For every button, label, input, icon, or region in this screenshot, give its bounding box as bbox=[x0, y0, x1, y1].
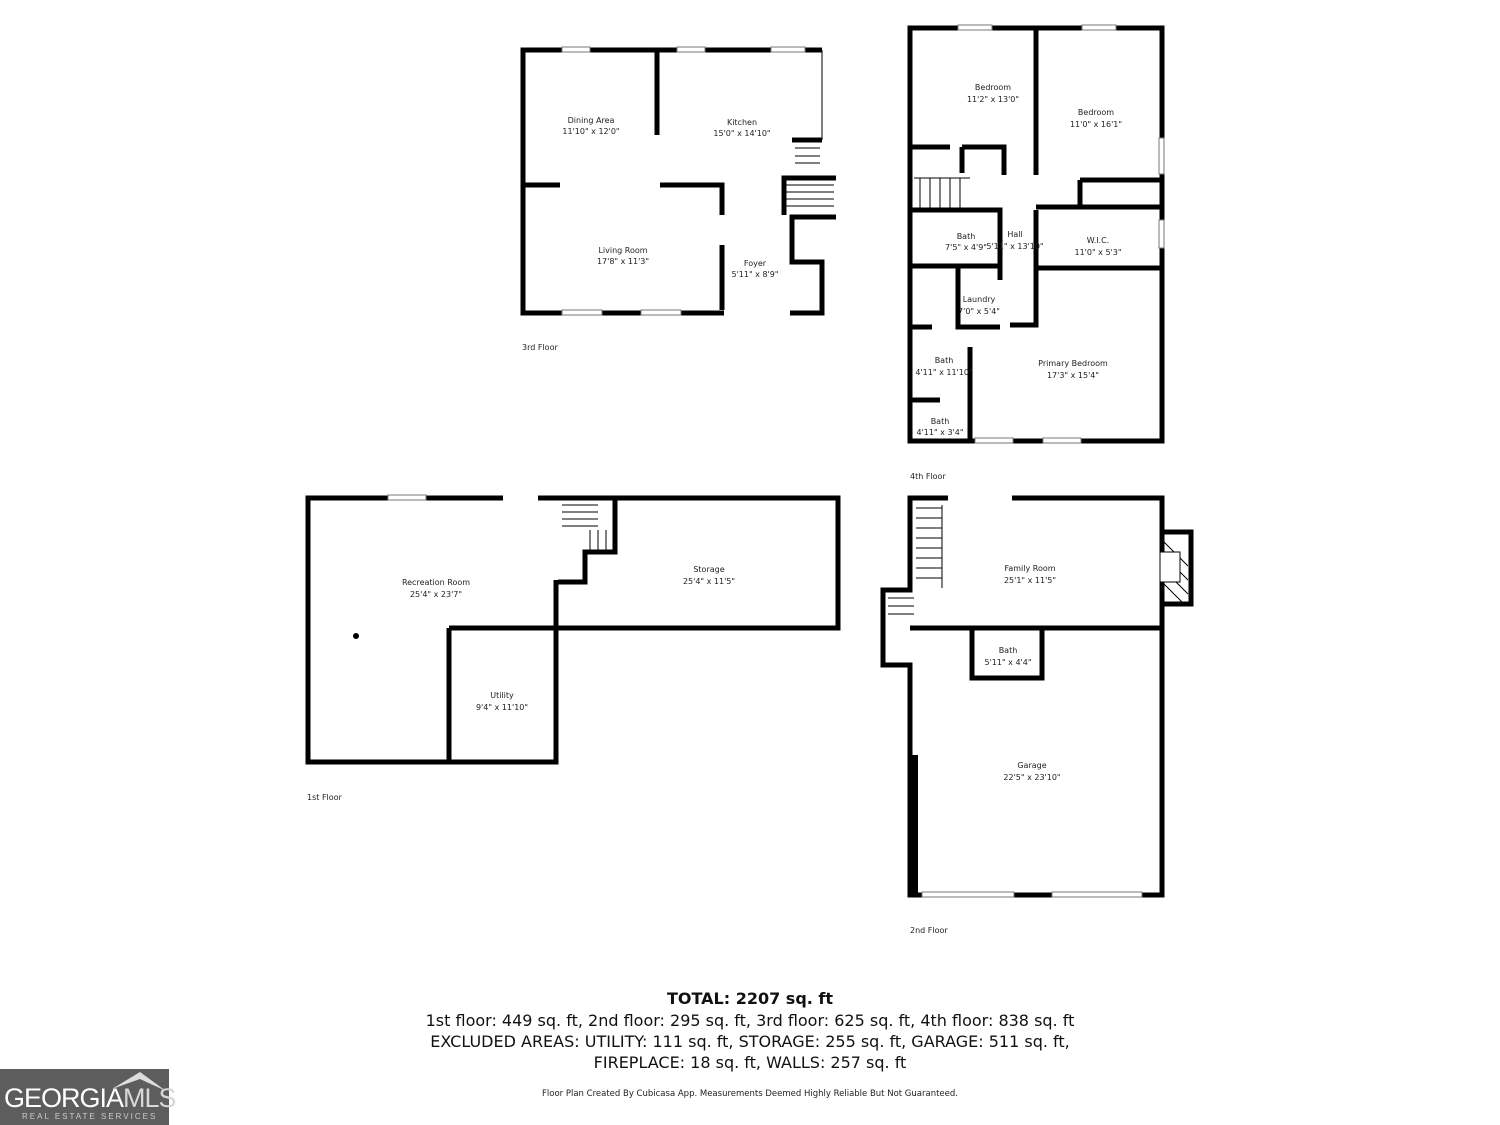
total-area: TOTAL: 2207 sq. ft bbox=[666, 989, 834, 1008]
room-name: Family Room bbox=[1004, 564, 1055, 573]
room-name: Laundry bbox=[963, 295, 996, 304]
room-dims: 25'4" x 23'7" bbox=[410, 590, 462, 599]
room-name: Kitchen bbox=[727, 118, 757, 127]
third-floor-plan bbox=[520, 46, 836, 316]
room-name: W.I.C. bbox=[1087, 236, 1110, 245]
room-dims: 9'4" x 11'10" bbox=[476, 703, 528, 712]
room-dims: 17'8" x 11'3" bbox=[597, 257, 649, 266]
room-dims: 5'11" x 13'10" bbox=[986, 242, 1043, 251]
room-name: Bath bbox=[999, 646, 1018, 655]
room-dims: 11'2" x 13'0" bbox=[967, 95, 1019, 104]
room-name: Utility bbox=[490, 691, 514, 700]
room-dims: 17'3" x 15'4" bbox=[1047, 371, 1099, 380]
room-dims: 7'0" x 5'4" bbox=[958, 307, 1000, 316]
room-dims: 25'1" x 11'5" bbox=[1004, 576, 1056, 585]
room-dims: 4'11" x 3'4" bbox=[916, 428, 963, 437]
second-floor-plan bbox=[880, 495, 1194, 898]
logo-accent: MLS bbox=[123, 1083, 177, 1113]
excluded-areas-cont: FIREPLACE: 18 sq. ft, WALLS: 257 sq. ft bbox=[593, 1053, 907, 1072]
fourth-floor-plan bbox=[907, 24, 1165, 444]
floor-areas: 1st floor: 449 sq. ft, 2nd floor: 295 sq… bbox=[425, 1011, 1075, 1030]
georgia-mls-logo: GEORGIAMLS REAL ESTATE SERVICES bbox=[0, 1069, 177, 1125]
credit-note: Floor Plan Created By Cubicasa App. Meas… bbox=[542, 1089, 958, 1099]
room-name: Garage bbox=[1017, 761, 1046, 770]
floor-label: 2nd Floor bbox=[910, 926, 948, 935]
room-name: Living Room bbox=[598, 246, 647, 255]
floor-label: 1st Floor bbox=[307, 793, 343, 802]
first-floor-plan bbox=[305, 494, 841, 765]
floor-label: 4th Floor bbox=[910, 472, 946, 481]
room-dims: 25'4" x 11'5" bbox=[683, 577, 735, 586]
room-dims: 11'0" x 5'3" bbox=[1074, 248, 1121, 257]
excluded-areas: EXCLUDED AREAS: UTILITY: 111 sq. ft, STO… bbox=[430, 1032, 1070, 1051]
room-name: Bedroom bbox=[1078, 108, 1114, 117]
room-dims: 7'5" x 4'9" bbox=[945, 243, 987, 252]
room-name: Bath bbox=[957, 232, 976, 241]
room-dims: 11'0" x 16'1" bbox=[1070, 120, 1122, 129]
logo-subtitle: REAL ESTATE SERVICES bbox=[22, 1112, 158, 1121]
room-dims: 5'11" x 4'4" bbox=[984, 658, 1031, 667]
room-name: Primary Bedroom bbox=[1038, 359, 1108, 368]
room-dims: 15'0" x 14'10" bbox=[713, 129, 770, 138]
room-name: Storage bbox=[693, 565, 724, 574]
room-name: Dining Area bbox=[568, 116, 615, 125]
room-name: Foyer bbox=[744, 259, 767, 268]
room-name: Bath bbox=[935, 356, 954, 365]
room-dims: 4'11" x 11'10" bbox=[915, 368, 972, 377]
room-name: Bath bbox=[931, 417, 950, 426]
logo-text: GEORGIA bbox=[4, 1083, 124, 1113]
room-dims: 22'5" x 23'10" bbox=[1003, 773, 1060, 782]
room-name: Recreation Room bbox=[402, 578, 470, 587]
room-name: Hall bbox=[1007, 230, 1022, 239]
floor-label: 3rd Floor bbox=[522, 343, 558, 352]
room-dims: 11'10" x 12'0" bbox=[562, 127, 619, 136]
room-dims: 5'11" x 8'9" bbox=[731, 270, 778, 279]
room-name: Bedroom bbox=[975, 83, 1011, 92]
